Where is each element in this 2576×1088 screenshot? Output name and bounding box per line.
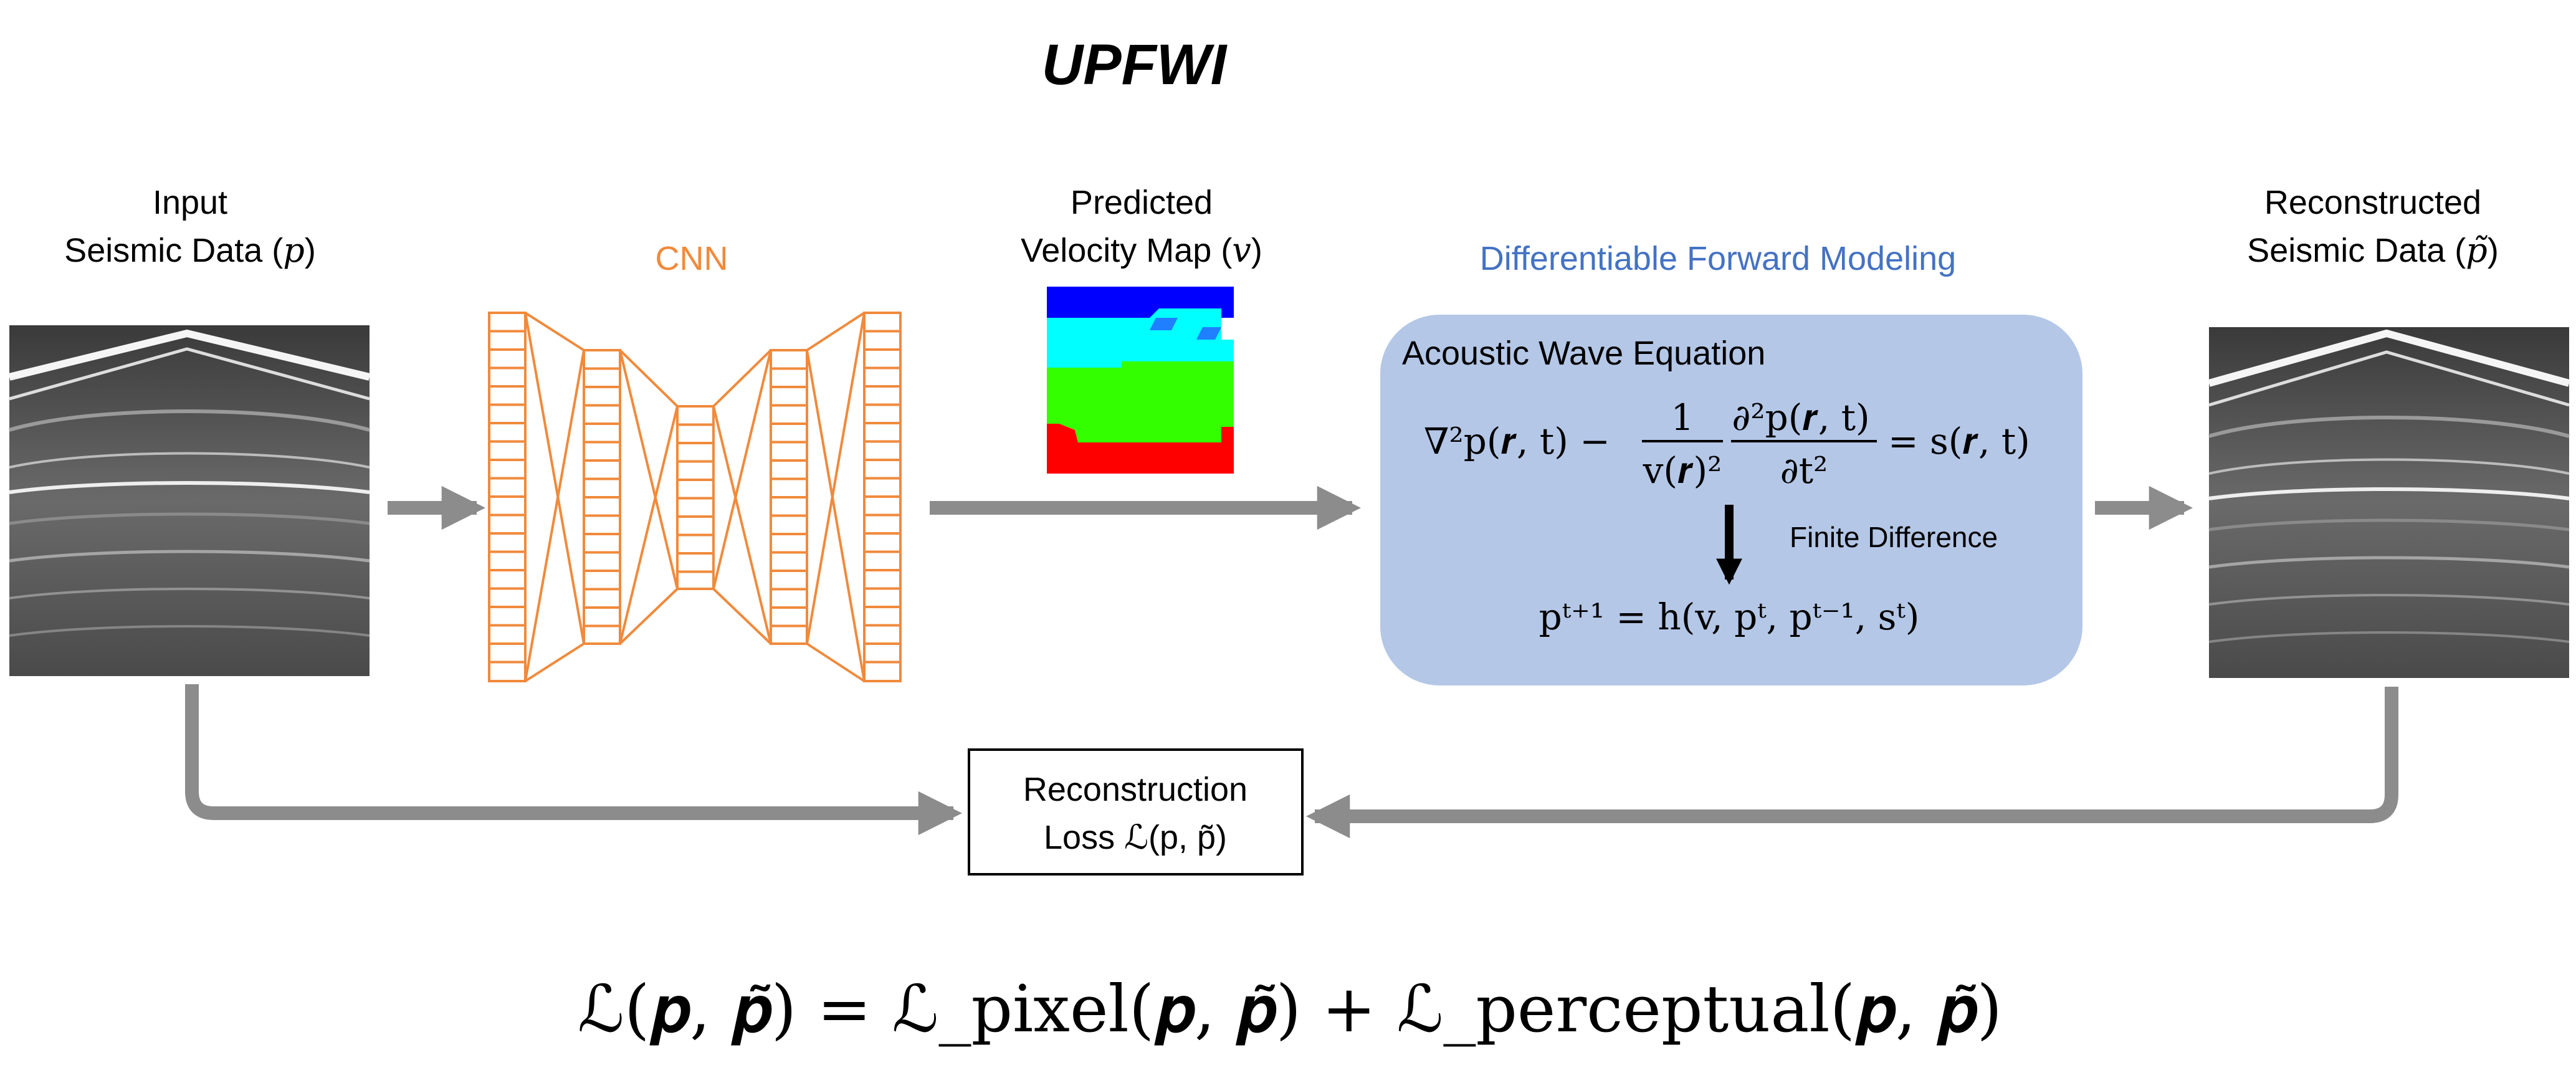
cnn-connection (619, 350, 679, 589)
cnn-connection (806, 312, 866, 351)
velocity-label: Predicted Velocity Map (v) (1021, 184, 1262, 270)
cnn-connection (524, 642, 585, 682)
cnn-connection (806, 350, 866, 682)
velocity-layer-3 (1047, 361, 1234, 442)
velocity-map (1047, 287, 1234, 474)
velocity-label-line2: Velocity Map (v) (1021, 231, 1262, 270)
input-seismic-image (8, 325, 371, 676)
finite-difference-label: Finite Difference (1790, 521, 1998, 553)
wave-equation-title: Acoustic Wave Equation (1402, 335, 1765, 372)
recon-label: Reconstructed Seismic Data (p̃) (2247, 184, 2499, 270)
forward-modeling-title: Differentiable Forward Modeling (1480, 240, 1956, 277)
bottom-loss-equation: ℒ(𝒑, 𝒑̃) = ℒ_pixel(𝒑, 𝒑̃) + ℒ_perceptual… (578, 971, 2002, 1047)
cnn-label: CNN (656, 240, 728, 277)
input-label-line1: Input (153, 184, 227, 221)
cnn-connection (524, 312, 585, 351)
cnn-connection (806, 642, 866, 682)
loss-box-line2: Loss ℒ(p, p̃) (1044, 819, 1227, 856)
wave-eq-rhs: = s(𝒓, t) (1888, 420, 2030, 462)
wave-eq-frac2-num: ∂²p(𝒓, t) (1732, 396, 1869, 439)
cnn-connection (712, 406, 772, 644)
wave-eq-frac2-den: ∂t² (1780, 449, 1828, 492)
cnn-connection (619, 349, 679, 408)
update-equation: pᵗ⁺¹ = h(v, pᵗ, pᵗ⁻¹, sᵗ) (1539, 596, 1920, 638)
velocity-layer-2 (1047, 308, 1234, 368)
velocity-layer-4 (1047, 424, 1234, 474)
cnn-connection (619, 406, 679, 644)
cnn-architecture (488, 312, 902, 682)
arrow-recon-to-loss (1305, 687, 2398, 839)
cnn-connection (712, 350, 772, 589)
cnn-connection (712, 349, 772, 408)
loss-box-line1: Reconstruction (1023, 771, 1247, 808)
wave-equation: ∇²p(𝒓, t) − 1 v(𝒓)² ∂²p(𝒓, t) ∂t² = s(𝒓,… (1424, 396, 2030, 492)
cnn-connection (806, 312, 866, 644)
wave-eq-lhs: ∇²p(𝒓, t) − (1424, 420, 1610, 462)
arrow-input-to-loss (185, 684, 963, 836)
velocity-label-line1: Predicted (1071, 184, 1213, 221)
cnn-connection (524, 312, 585, 644)
recon-seismic-image (2208, 327, 2570, 678)
recon-label-line1: Reconstructed (2264, 184, 2481, 221)
recon-label-line2: Seismic Data (p̃) (2247, 231, 2499, 270)
input-label-line2: Seismic Data (p) (64, 231, 316, 270)
reconstruction-loss-box: Reconstruction Loss ℒ(p, p̃) (968, 748, 1304, 876)
diagram-title: UPFWI (1042, 33, 1228, 97)
forward-modeling-box: Acoustic Wave Equation ∇²p(𝒓, t) − 1 v(𝒓… (1380, 315, 2082, 685)
input-label: Input Seismic Data (p) (64, 184, 316, 270)
wave-eq-frac1-num: 1 (1671, 396, 1694, 439)
cnn-connection (524, 350, 585, 682)
cnn-connection (619, 588, 679, 645)
wave-eq-frac1-den: v(𝒓)² (1643, 449, 1722, 492)
cnn-connection (712, 588, 772, 645)
